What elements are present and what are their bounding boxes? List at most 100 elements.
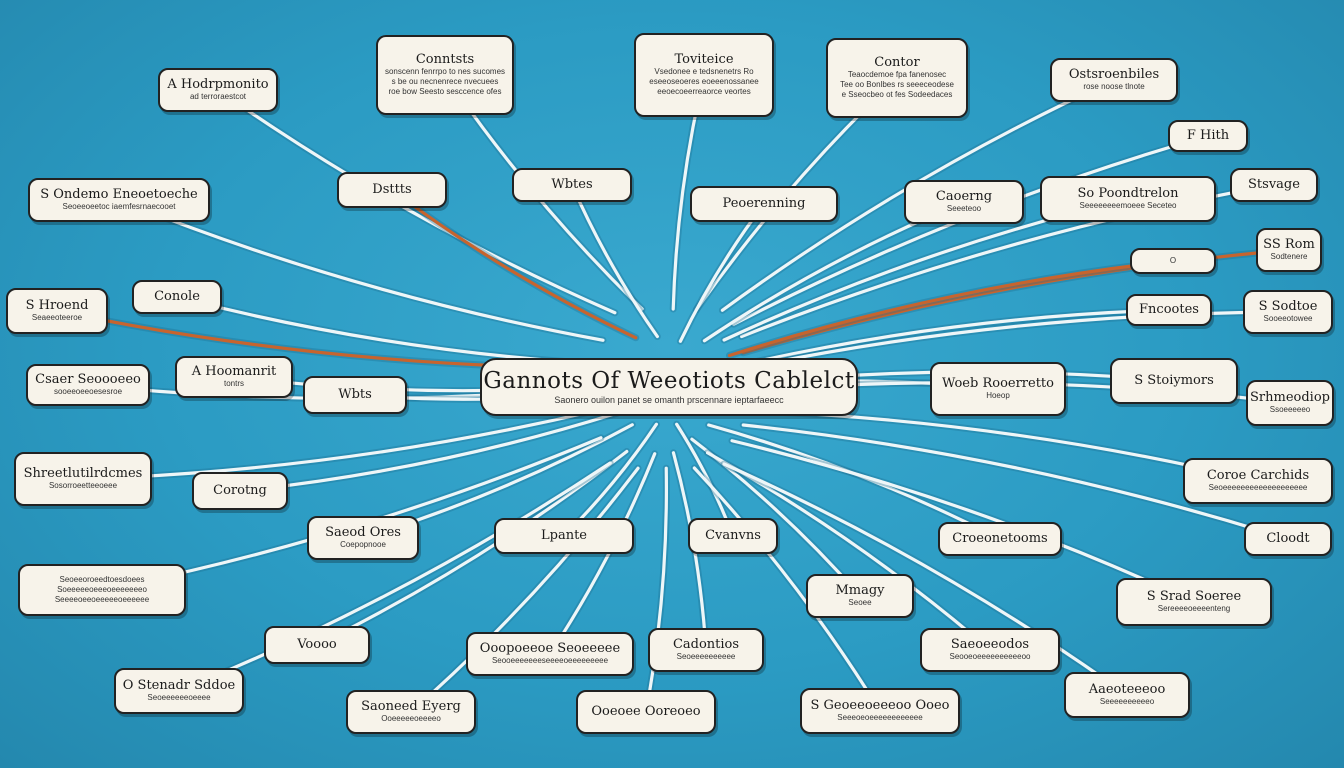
node-title: Corotng bbox=[213, 482, 267, 498]
node-corotng[interactable]: Corotng bbox=[192, 472, 288, 510]
node-o[interactable]: O bbox=[1130, 248, 1216, 274]
node-cvanvns[interactable]: Cvanvns bbox=[688, 518, 778, 554]
node-title: SS Rom bbox=[1263, 236, 1315, 252]
node-subtext: ad terroraestcot bbox=[189, 92, 247, 102]
node-subtext: Seeeeoeeoeeeeeoeeeeee bbox=[54, 595, 150, 604]
node-subtext: Seoeeeeeeeeee bbox=[676, 652, 736, 662]
node-subtext: Vsedonee e tedsnenetrs Ro bbox=[654, 67, 754, 77]
node-conole[interactable]: Conole bbox=[132, 280, 222, 314]
node-fncootes[interactable]: Fncootes bbox=[1126, 294, 1212, 326]
node-title: Csaer Seoooeeo bbox=[35, 371, 141, 387]
connector-line bbox=[730, 439, 1196, 604]
node-title: Mmagy bbox=[835, 582, 885, 598]
node-subtext: Seeeoeoeeeeeeeeeeee bbox=[837, 713, 923, 723]
node-dsttts[interactable]: Dsttts bbox=[337, 172, 447, 208]
node-subtext: Seeeeeeeemoeee Seceteo bbox=[1079, 201, 1177, 211]
node-title: Saoneed Eyerg bbox=[361, 698, 461, 714]
node-title: Wbtes bbox=[551, 176, 593, 192]
node-title: S Hroend bbox=[25, 297, 89, 313]
node-title: Toviteice bbox=[674, 51, 734, 67]
node-title: Saeod Ores bbox=[325, 524, 401, 540]
node-subtext: eeoecoeerreaorce veortes bbox=[657, 87, 751, 97]
node-title: Stsvage bbox=[1248, 176, 1300, 192]
node-voooo[interactable]: Voooo bbox=[264, 626, 370, 664]
node-subtext: Sereeeeoeeeenteng bbox=[1157, 604, 1231, 614]
node-subtext: Sooeeotowee bbox=[1263, 314, 1313, 324]
connector-line bbox=[738, 408, 1260, 483]
connector-line bbox=[238, 411, 620, 493]
node-title: Cloodt bbox=[1266, 530, 1310, 546]
node-subtext: sonscenn fenrrpo to nes sucomes bbox=[384, 67, 506, 77]
node-title: Ooopoeeoe Seoeeeee bbox=[479, 640, 621, 656]
node-subtext: Sosorroeetteeoeee bbox=[48, 481, 118, 491]
node-title: Fncootes bbox=[1139, 301, 1199, 317]
node-title: Peoerenning bbox=[722, 195, 806, 211]
connector-line bbox=[390, 188, 638, 340]
connector-line bbox=[727, 308, 1171, 370]
node-subtext: Ooeeeeeoeeeeo bbox=[381, 714, 441, 724]
node-croeonetooms[interactable]: Croeonetooms bbox=[938, 522, 1062, 556]
node-title: S Sodtoe bbox=[1258, 298, 1318, 314]
node-wbtes[interactable]: Wbtes bbox=[512, 168, 632, 202]
node-subtext: Sodtenere bbox=[1270, 252, 1308, 262]
node-title: Conntsts bbox=[415, 51, 475, 67]
node-subtext: Seoeeeeeeeeeeeeeeeeeee bbox=[1208, 483, 1308, 493]
node-subtext: Hoeop bbox=[986, 391, 1010, 401]
node-peoerenning[interactable]: Peoerenning bbox=[690, 186, 838, 222]
node-title: Gannots Of Weeotiots Cablelct bbox=[483, 368, 855, 395]
node-wbts[interactable]: Wbts bbox=[303, 376, 407, 414]
node-title: Aaeoteeeoo bbox=[1088, 681, 1166, 697]
node-subtext: Seoeeeeeeoeeee bbox=[147, 693, 211, 703]
node-lpante[interactable]: Lpante bbox=[494, 518, 634, 554]
node-stsvage[interactable]: Stsvage bbox=[1230, 168, 1318, 202]
connector-line bbox=[81, 408, 601, 481]
node-subtext: Teaocdemoe fpa fanenosec bbox=[847, 70, 947, 80]
node-title: S Srad Soeree bbox=[1146, 588, 1242, 604]
node-subtext: Seoee bbox=[848, 598, 872, 608]
node-f-hith[interactable]: F Hith bbox=[1168, 120, 1248, 152]
connector-line bbox=[315, 449, 629, 647]
node-subtext: Tee oo Bonlbes rs seeeceodese bbox=[840, 80, 954, 90]
node-title: Conole bbox=[154, 288, 200, 304]
node-subtext: Seoeeoeetoc iaemfesrnaecooet bbox=[62, 202, 176, 212]
node-cloodt[interactable]: Cloodt bbox=[1244, 522, 1332, 556]
node-ooeoee[interactable]: Ooeoee Ooreoeo bbox=[576, 690, 716, 734]
node-title: Ostsroenbiles bbox=[1068, 66, 1160, 82]
connector-line bbox=[692, 466, 882, 713]
node-title: Srhmeodiop bbox=[1250, 389, 1330, 405]
node-subtext: rose noose tlnote bbox=[1083, 82, 1145, 92]
node-title: Ooeoee Ooreoeo bbox=[591, 703, 701, 719]
connector-line bbox=[117, 198, 605, 342]
node-s-stoiymors[interactable]: S Stoiymors bbox=[1110, 358, 1238, 404]
